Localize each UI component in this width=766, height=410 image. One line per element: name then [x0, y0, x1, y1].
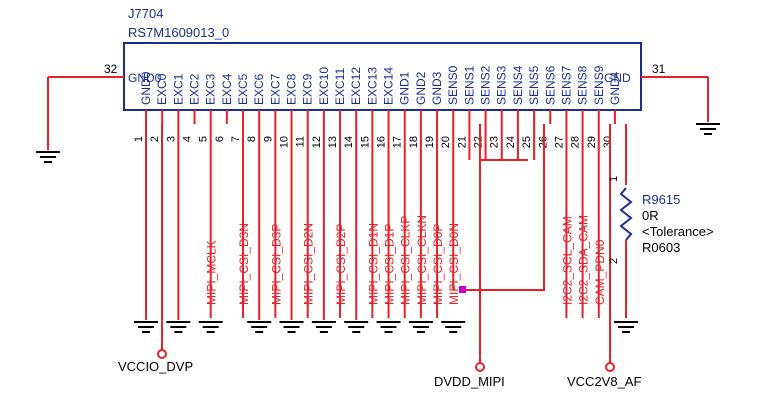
pin-8-name: EXC6: [252, 73, 266, 105]
pin-7-name: EXC5: [236, 73, 250, 105]
pin-10-number: 10: [279, 136, 291, 148]
pin-17-number: 17: [392, 136, 404, 148]
pin-3-number: 3: [165, 136, 177, 142]
connector-pins: GND01EXC02EXC13EXC24EXC35EXC46EXC57EXC68…: [133, 65, 622, 148]
net-label-19: MIPI_CSI_D0P: [431, 224, 445, 305]
pin-30-number: 30: [602, 136, 614, 148]
pin-27-name: SENS7: [559, 65, 573, 105]
pin-4-number: 4: [182, 136, 194, 142]
pin-13-number: 13: [327, 136, 339, 148]
pin-8-number: 8: [246, 136, 258, 142]
pin-28-number: 28: [570, 136, 582, 148]
resistor-tolerance: <Tolerance>: [642, 224, 714, 239]
pin-9-number: 9: [262, 136, 274, 142]
pin-32-name: GND0: [128, 71, 162, 85]
pin-23-number: 23: [489, 136, 501, 148]
resistor-footprint: R0603: [642, 240, 680, 255]
pin-15-name: EXC13: [365, 67, 379, 105]
pin-2-name: EXC0: [155, 73, 169, 105]
pin-22-number: 22: [473, 136, 485, 148]
pin-29-number: 29: [586, 136, 598, 148]
net-label-16: MIPI_CSI_D1P: [383, 224, 397, 305]
connector-refdes: J7704: [128, 6, 163, 21]
resistor-pin1: 1: [608, 176, 620, 182]
net-label-18: MIPI_CSI_CLKN: [415, 215, 429, 305]
pin-10-name: EXC8: [285, 73, 299, 105]
resistor-pin2: 2: [608, 258, 620, 264]
pin-12-number: 12: [311, 136, 323, 148]
pin-11-number: 11: [295, 136, 307, 147]
pin-14-number: 14: [343, 136, 355, 148]
pin-24-name: SENS4: [511, 65, 525, 105]
pin-30-name: GND4: [608, 71, 622, 105]
pin-25-name: SENS5: [527, 65, 541, 105]
pin-16-name: EXC14: [382, 67, 396, 105]
pin-15-number: 15: [359, 136, 371, 148]
pin-12-name: EXC10: [317, 67, 331, 105]
pin-17-name: GND1: [398, 71, 412, 105]
connector-part-number: RS7M1609013_0: [128, 25, 229, 40]
resistor-value: 0R: [642, 208, 659, 223]
net-label-13: MIPI_CSI_D2P: [334, 224, 348, 305]
pin-25-number: 25: [521, 136, 533, 148]
pin-3-name: EXC1: [171, 73, 185, 105]
pin-20-name: SENS0: [446, 65, 460, 105]
pin-1-name: GND0: [139, 71, 153, 105]
vccio-port-icon: [157, 349, 167, 359]
vcc2v8-label: VCC2V8_AF: [567, 374, 641, 389]
pin-31-number: 31: [652, 62, 666, 76]
dvdd-port-icon: [475, 362, 485, 372]
dvdd-label: DVDD_MIPI: [434, 374, 505, 389]
pin-6-name: EXC4: [220, 73, 234, 105]
pin-5-number: 5: [198, 136, 210, 142]
net-label-7: MIPI_CSI_D3N: [237, 223, 251, 305]
pin-31-name: GND: [604, 71, 631, 85]
pin-20-number: 20: [440, 136, 452, 148]
pin-4-name: EXC2: [188, 73, 202, 105]
vcc2v8-port-icon: [605, 362, 615, 372]
ground-symbols: [36, 123, 720, 333]
pin-2-number: 2: [149, 136, 161, 142]
pin-27-number: 27: [553, 136, 565, 148]
d0n-route-wire: [463, 124, 545, 291]
resistor-refdes: R9615: [642, 192, 680, 207]
pin-19-name: GND3: [430, 71, 444, 105]
pin-29-name: SENS9: [592, 65, 606, 105]
pin-6-number: 6: [214, 136, 226, 142]
net-label-28: I2C2_SDA_CAM: [577, 215, 591, 305]
pin-13-name: EXC11: [333, 68, 347, 105]
net-label-29: CAM_PDN0: [593, 239, 607, 305]
net-label-11: MIPI_CSI_D2N: [302, 223, 316, 305]
pin-21-name: SENS1: [462, 65, 476, 105]
pin-24-number: 24: [505, 136, 517, 148]
pin-16-number: 16: [376, 136, 388, 148]
net-label-17: MIPI_CSI_CLKP: [399, 216, 413, 305]
resistor-icon: [619, 187, 633, 241]
pin-23-name: SENS3: [495, 65, 509, 105]
pin-26-name: SENS6: [543, 65, 557, 105]
pin-18-number: 18: [408, 136, 420, 148]
pin-5-name: EXC3: [204, 73, 218, 105]
pin-21-number: 21: [456, 136, 468, 148]
pin-18-name: GND2: [414, 71, 428, 105]
net-label-9: MIPI_CSI_D3P: [269, 224, 283, 305]
pin-11-name: EXC9: [301, 73, 315, 105]
pin-19-number: 19: [424, 136, 436, 148]
vccio-label: VCCIO_DVP: [118, 359, 193, 374]
pin-1-number: 1: [133, 136, 145, 142]
pin-14-name: EXC12: [349, 67, 363, 105]
net-labels: MIPI_MCLK MIPI_CSI_D3N MIPI_CSI_D3P MIPI_CS…: [205, 124, 607, 318]
pin-28-name: SENS8: [576, 65, 590, 105]
junction-dot: [459, 286, 466, 293]
pin-32-number: 32: [104, 62, 118, 76]
net-label-27: I2C2_SCL_CAM: [560, 216, 574, 305]
pin-9-name: EXC7: [268, 73, 282, 105]
net-label-5: MIPI_MCLK: [205, 240, 219, 305]
pin-22-name: SENS2: [479, 65, 493, 105]
pin-7-number: 7: [230, 136, 242, 142]
net-label-15: MIPI_CSI_D1N: [366, 223, 380, 305]
net-label-20: MIPI_CSI_D0N: [447, 223, 461, 305]
